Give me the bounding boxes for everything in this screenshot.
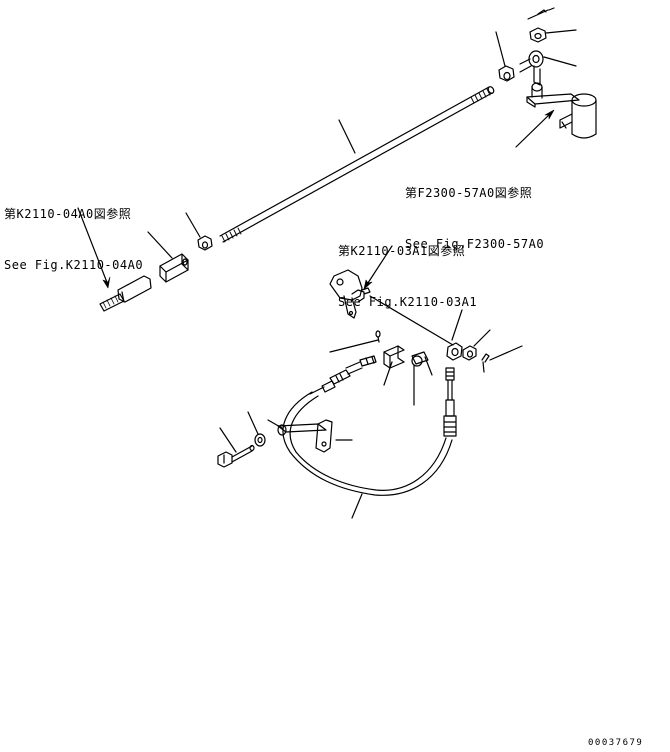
- rod-coupler-leader: [148, 232, 172, 258]
- rod-nut-right-leader: [496, 32, 505, 66]
- ref-k2110-04a0-en: See Fig.K2110-04A0: [4, 258, 144, 272]
- clevis-leader: [452, 310, 462, 340]
- top-nut: [530, 28, 546, 42]
- ref-k2110-04a0-ja: 第K2110-04A0図参照: [4, 207, 132, 221]
- push-pull-cable: [283, 392, 452, 495]
- pin-leader: [330, 340, 378, 352]
- rod-nut-left: [198, 236, 212, 250]
- cotter-pin-right: [482, 354, 489, 372]
- ref-k2110-03a1-ja: 第K2110-03A1図参照: [338, 244, 466, 258]
- rod-end-left: [100, 276, 151, 311]
- cable-clevis-leader: [384, 362, 392, 385]
- clevis-nut-leader: [474, 330, 490, 346]
- clamp-top-leader: [268, 420, 282, 428]
- cable-end-fitting-left: [310, 356, 376, 394]
- cable-leader: [352, 494, 362, 518]
- lever-arm: [527, 83, 579, 107]
- ref-f2300-57a0-en: See Fig.F2300-57A0: [405, 237, 545, 251]
- ref-f2300-57a0-arrow: [516, 112, 552, 147]
- ref-f2300-57a0-ja: 第F2300-57A0図参照: [405, 186, 533, 200]
- bracket-assembly: [330, 270, 370, 318]
- ref-k2110-04a0-arrow: [78, 208, 108, 285]
- rod-coupler: [160, 254, 188, 282]
- washer-leader: [248, 412, 258, 434]
- rod-leader: [339, 120, 355, 153]
- control-rod: [220, 86, 495, 242]
- rod-nut-left-leader: [186, 213, 200, 237]
- ref-k2110-03a1-en: See Fig.K2110-03A1: [338, 295, 478, 309]
- clevis-rod-end: [447, 343, 462, 360]
- washer: [255, 434, 265, 446]
- top-nut-leader: [546, 30, 576, 33]
- clevis-pin: [412, 352, 432, 375]
- ball-joint-leader: [544, 57, 576, 66]
- rod-nut-right: [499, 66, 514, 81]
- cable-clamp: [278, 420, 332, 452]
- clevis-nut: [463, 346, 476, 360]
- cable-end-fitting-right: [444, 368, 456, 436]
- bolt: [218, 446, 254, 468]
- drawing-id: 00037679: [588, 738, 644, 748]
- top-pin: [538, 10, 546, 14]
- small-pin: [376, 331, 380, 342]
- ref-k2110-03a1-arrow: [366, 246, 392, 286]
- ref-k2110-03a1-callout: 第K2110-03A1図参照 See Fig.K2110-03A1: [338, 209, 477, 328]
- ref-k2110-04a0-callout: 第K2110-04A0図参照 See Fig.K2110-04A0: [4, 172, 143, 291]
- link-line: [370, 296, 453, 345]
- ref-f2300-57a0-callout: 第F2300-57A0図参照 See Fig.F2300-57A0: [405, 151, 544, 270]
- cable-clevis: [384, 346, 404, 368]
- cotter-pin-right-leader: [490, 346, 522, 360]
- ball-joint: [520, 51, 543, 85]
- lever-shaft: [560, 94, 596, 138]
- bolt-leader: [220, 428, 236, 452]
